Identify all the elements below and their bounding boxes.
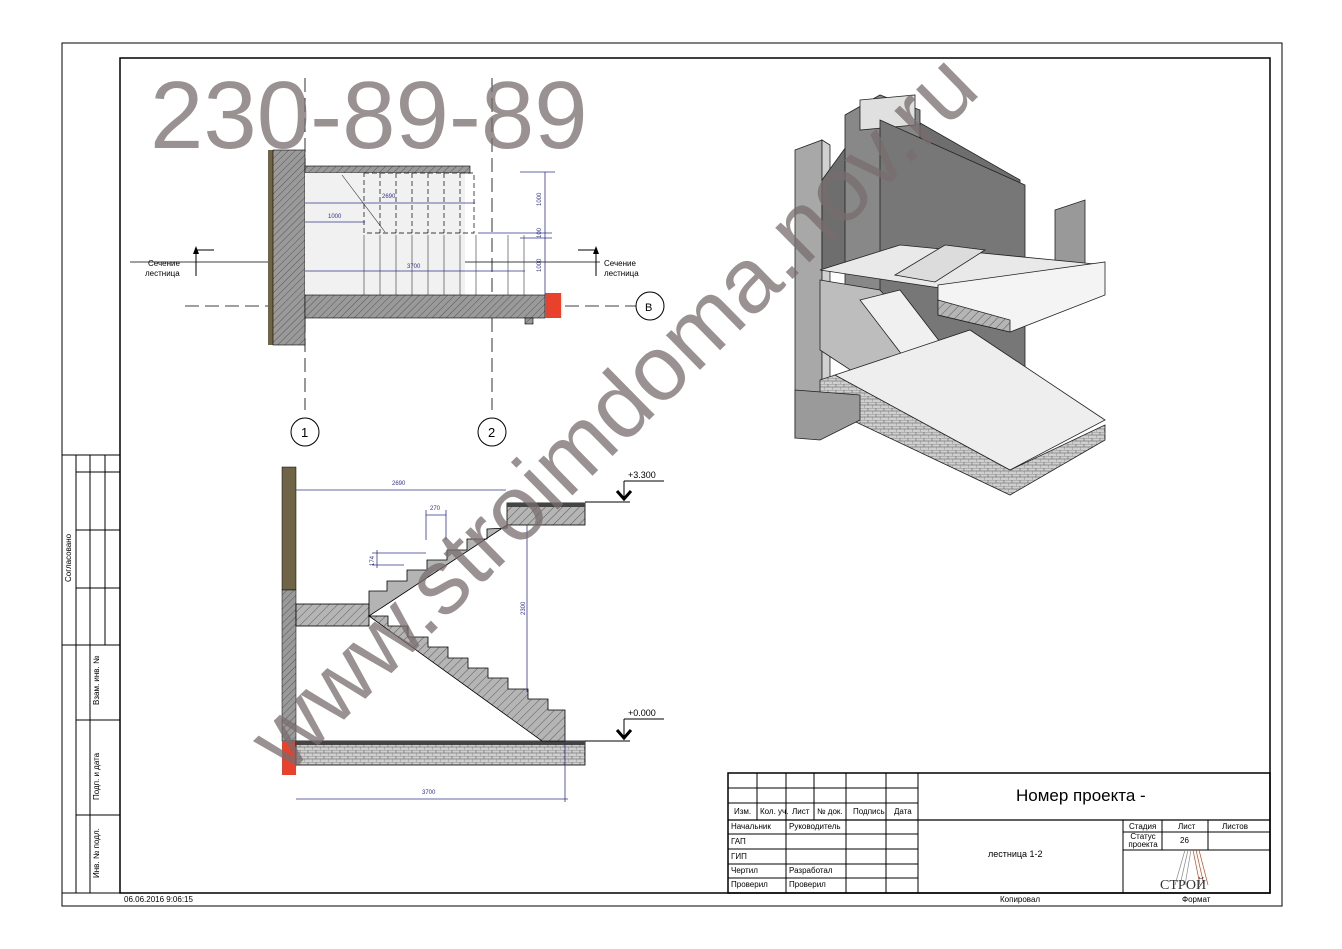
stamp-inv: Инв. № подл. (92, 828, 101, 878)
axis-label-b: В (645, 302, 652, 314)
tb-header-sign: Подпись (853, 807, 885, 816)
sheet-name: лестница 1-2 (988, 849, 1043, 859)
section-left-label-2: лестница (145, 269, 180, 278)
dim-2690: 2690 (382, 194, 396, 200)
status-label: Статус проекта (1128, 832, 1158, 849)
dim-v1000b: 1000 (537, 258, 543, 272)
tb-header-doc: № док. (817, 807, 843, 816)
format-label: Формат (1182, 895, 1211, 904)
tb-role: ГИП (731, 852, 747, 861)
dim-3700: 3700 (407, 264, 421, 270)
sheet-label: Лист (1178, 822, 1196, 831)
axis-label-2: 2 (488, 425, 495, 440)
stroy-logo-mark: СТРОЙ (1160, 849, 1209, 893)
timestamp: 06.06.2016 9:06:15 (124, 895, 193, 904)
tb-header-izm: Изм. (734, 807, 752, 816)
section-right-label: Сечение (604, 259, 636, 268)
tb-role: ГАП (731, 837, 746, 846)
dim-v100: 100 (537, 227, 543, 238)
sec-dim-2300: 2300 (521, 601, 527, 615)
level-bottom: +0.000 (628, 708, 656, 718)
tb-name: Руководитель (789, 822, 841, 831)
outer-frame (61, 42, 1283, 907)
section-left-label: Сечение (148, 259, 180, 268)
sheets-label: Листов (1222, 822, 1248, 831)
logo-text: СТРОЙ (1160, 876, 1206, 893)
tb-name: Проверил (789, 880, 826, 889)
tb-header-date: Дата (894, 807, 912, 816)
axis-label-1: 1 (301, 425, 308, 440)
sec-dim-2690: 2690 (392, 481, 406, 487)
sec-dim-270: 270 (430, 506, 441, 512)
sec-dim-3700: 3700 (422, 790, 436, 796)
stair-section: 2690 270 174 2300 3700 +3.300 +0.000 (281, 466, 664, 802)
stage-label: Стадия (1129, 822, 1157, 831)
stamp-podp: Подп. и дата (92, 752, 101, 800)
level-top: +3.300 (628, 470, 656, 480)
watermark-phone: 230-89-89 (150, 62, 588, 169)
title-block-grid (727, 772, 1271, 894)
sheet-number: 26 (1180, 836, 1189, 845)
isometric-view (794, 94, 1106, 496)
stair-plan: 2690 1000 3700 1000 100 1000 1 2 В Сечен… (130, 78, 665, 447)
stamp-agreed: Согласовано (64, 533, 73, 582)
tb-role: Чертил (731, 866, 758, 875)
section-right-label-2: лестница (604, 269, 639, 278)
tb-role: Проверил (731, 880, 768, 889)
dim-v1000a: 1000 (537, 192, 543, 206)
tb-header-list: Лист (792, 807, 810, 816)
tb-header-kol: Кол. уч. (760, 807, 789, 816)
tb-name: Разработал (789, 866, 833, 875)
sec-dim-174: 174 (370, 555, 376, 566)
left-stamp-grid (61, 454, 121, 894)
copied-label: Копировал (1000, 895, 1041, 904)
dim-1000: 1000 (328, 214, 342, 220)
tb-role: Начальник (731, 822, 771, 831)
stamp-vzam: Взам. инв. № (92, 655, 101, 705)
project-number: Номер проекта - (1016, 786, 1146, 805)
